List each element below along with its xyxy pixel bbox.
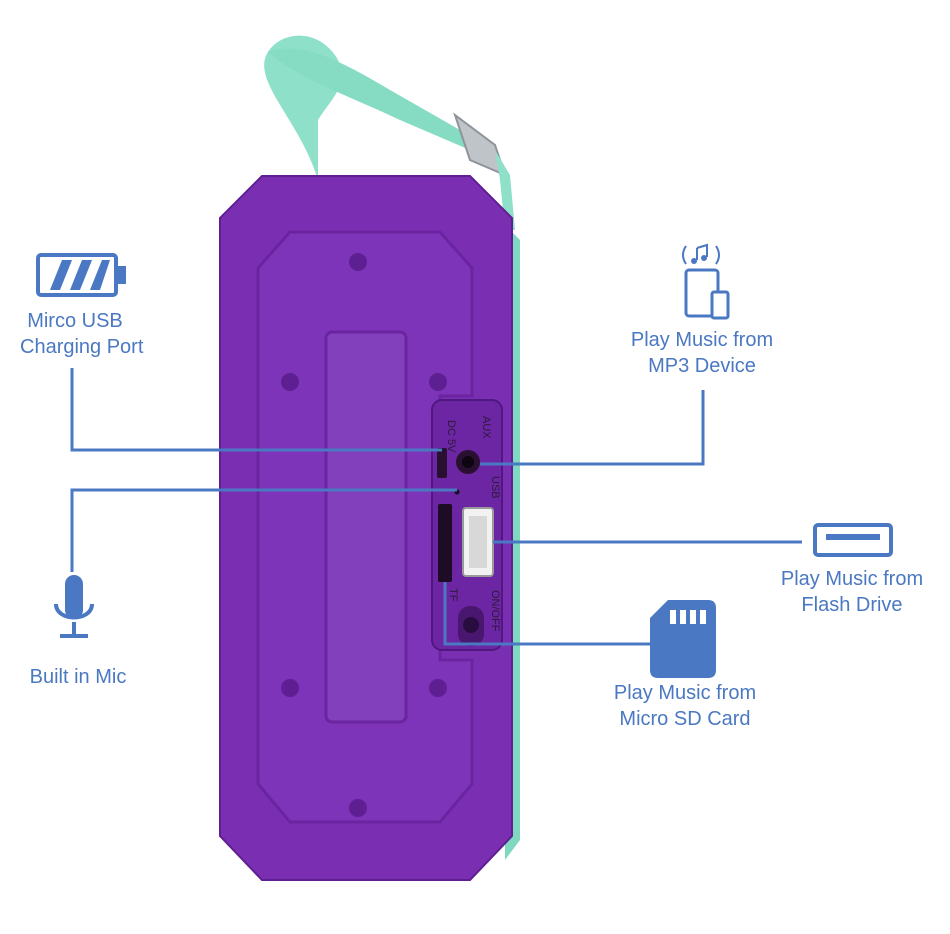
usb-drive-icon — [813, 523, 893, 557]
dc-port-label: DC 5V — [445, 420, 457, 453]
sd-card-icon — [650, 600, 716, 678]
battery-icon — [36, 253, 126, 297]
line-mp3 — [480, 390, 705, 466]
charging-port-label: Mirco USB Charging Port — [20, 308, 144, 360]
line-charging — [70, 368, 442, 452]
screws — [281, 253, 447, 817]
mp3-line-1: Play Music from — [630, 329, 774, 351]
usb-port-label: USB — [489, 476, 501, 499]
mp3-device-label: Play Music from MP3 Device — [620, 327, 784, 379]
line-mic — [70, 488, 457, 572]
charging-line-2: Charging Port — [20, 336, 144, 358]
micro-sd-label: Play Music from Micro SD Card — [603, 680, 767, 732]
sd-line-1: Play Music from — [613, 682, 757, 704]
sd-line-2: Micro SD Card — [619, 708, 751, 730]
microphone-icon — [54, 575, 94, 638]
charging-line-1: Mirco USB — [27, 310, 123, 332]
built-in-mic-label: Built in Mic — [18, 664, 138, 690]
mp3-line-2: MP3 Device — [648, 355, 756, 377]
mobile-devices-music-icon — [682, 243, 730, 320]
flash-line-2: Flash Drive — [801, 594, 903, 616]
flash-drive-label: Play Music from Flash Drive — [770, 566, 934, 618]
mic-line-1: Built in Mic — [29, 666, 127, 688]
connector-lines — [70, 368, 802, 646]
aux-port-label: AUX — [480, 416, 492, 439]
micro-usb-port — [437, 448, 447, 478]
flash-line-1: Play Music from — [780, 568, 924, 590]
tf-slot — [438, 504, 452, 582]
line-sd — [443, 582, 653, 646]
strap — [264, 35, 515, 230]
power-port-label: ON/OFF — [489, 590, 501, 632]
tf-port-label: TF — [447, 588, 459, 602]
speaker-center-ridge — [324, 330, 408, 724]
